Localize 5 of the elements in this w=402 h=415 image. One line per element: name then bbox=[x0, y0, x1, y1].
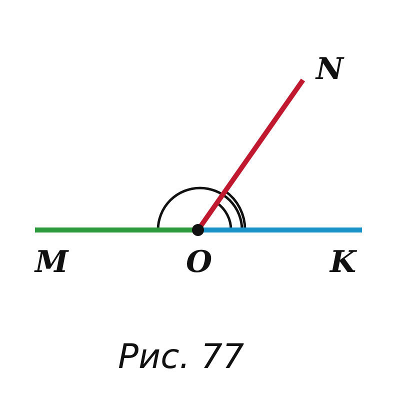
point-label: O bbox=[186, 248, 212, 278]
point-label: N bbox=[316, 55, 344, 85]
point-label: K bbox=[330, 248, 356, 278]
figure-caption: Рис. 77 bbox=[118, 340, 244, 374]
point-label: M bbox=[35, 248, 68, 278]
